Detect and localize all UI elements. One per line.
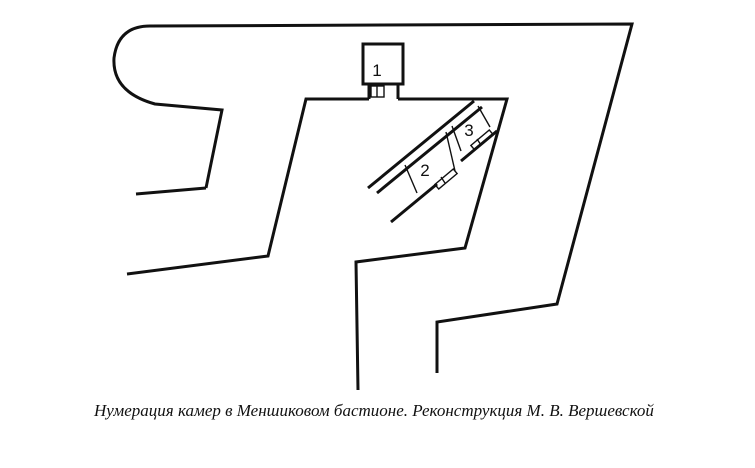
- chamber-1-number: 1: [372, 61, 381, 80]
- outer-bastion-wall: [112, 22, 634, 373]
- chamber-2-number: 2: [420, 161, 429, 180]
- chamber-3: 3: [451, 105, 495, 152]
- bastion-plan-diagram: 1 2 3: [112, 22, 634, 391]
- left-wall-segment: [135, 186, 207, 196]
- gallery-upper-wall: [367, 99, 475, 190]
- gallery-lower-wall-a: [390, 182, 438, 224]
- inner-courtyard-wall: [126, 97, 509, 391]
- figure-caption: Нумерация камер в Меншиковом бастионе. Р…: [94, 401, 654, 420]
- chamber-1: 1: [361, 42, 405, 99]
- chamber-2: 2: [404, 131, 459, 194]
- gallery-upper-inner-wall: [376, 105, 483, 195]
- chamber-3-number: 3: [464, 121, 473, 140]
